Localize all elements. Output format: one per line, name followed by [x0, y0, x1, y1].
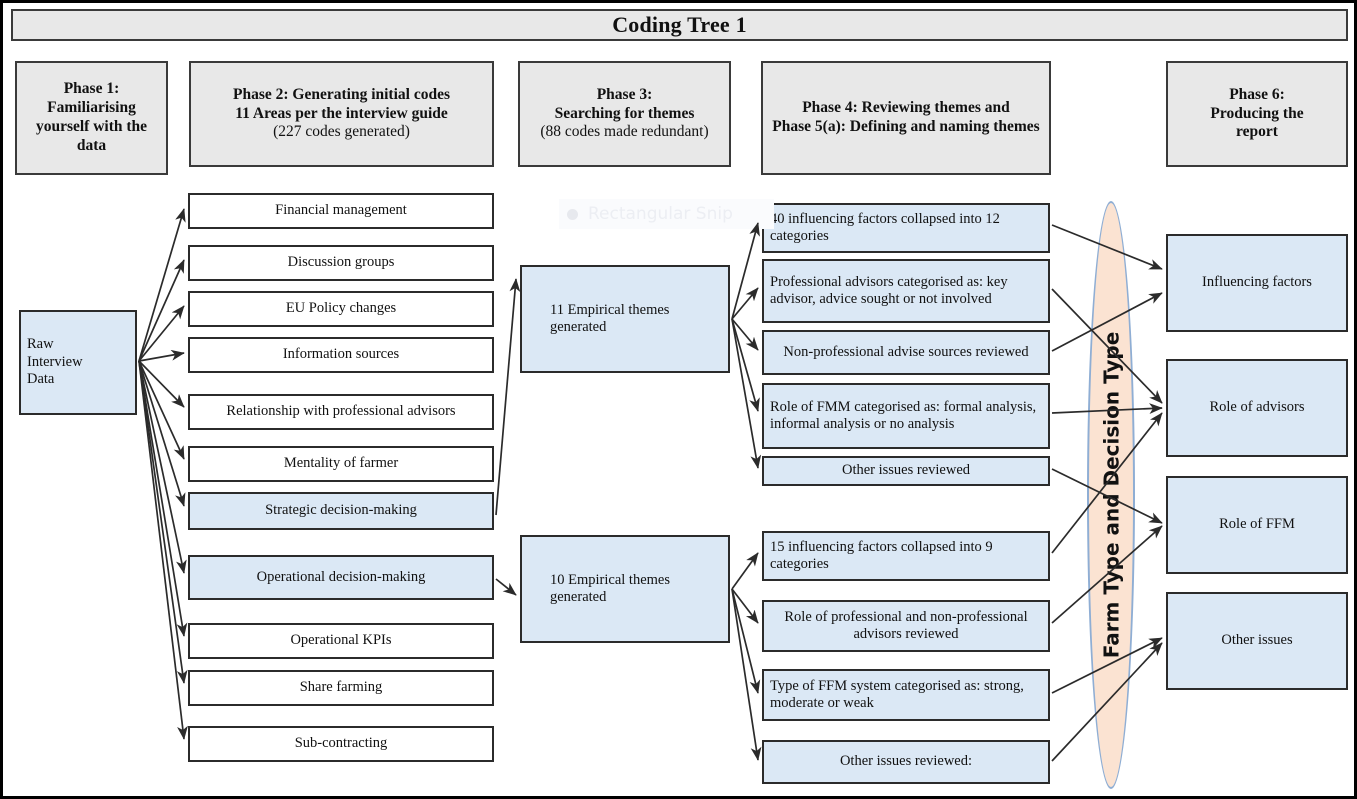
- phase6-line-1: Producing the: [1210, 104, 1304, 122]
- moderator-ellipse: [1087, 201, 1135, 789]
- phase-header-4-5: Phase 4: Reviewing themes and Phase 5(a)…: [761, 61, 1051, 175]
- node-operational-decision-making[interactable]: Operational decision-making: [188, 555, 494, 600]
- node-other-issues-reviewed-lower[interactable]: Other issues reviewed:: [762, 740, 1050, 784]
- snip-dot-icon: [567, 208, 578, 220]
- phase1-line-1: Familiarising: [47, 99, 136, 117]
- node-role-of-advisors[interactable]: Role of advisors: [1166, 359, 1348, 457]
- node-discussion-groups[interactable]: Discussion groups: [188, 245, 494, 281]
- phase-header-6: Phase 6: Producing the report: [1166, 61, 1348, 167]
- node-sub-contracting[interactable]: Sub-contracting: [188, 726, 494, 762]
- node-11-empirical-themes[interactable]: 11 Empirical themes generated: [520, 265, 730, 373]
- phase2-line-1: 11 Areas per the interview guide: [235, 104, 448, 122]
- phase3-sub: (88 codes made redundant): [540, 123, 709, 141]
- node-influencing-factors[interactable]: Influencing factors: [1166, 234, 1348, 332]
- phase-header-2: Phase 2: Generating initial codes 11 Are…: [189, 61, 494, 167]
- rectangular-snip-watermark: Rectangular Snip: [559, 199, 774, 229]
- node-10-empirical-themes[interactable]: 10 Empirical themes generated: [520, 535, 730, 643]
- phase-header-1: Phase 1: Familiarising yourself with the…: [15, 61, 168, 175]
- node-other-issues-reviewed-upper[interactable]: Other issues reviewed: [762, 456, 1050, 486]
- diagram-title-bar: Coding Tree 1: [11, 9, 1348, 41]
- node-strategic-decision-making[interactable]: Strategic decision-making: [188, 492, 494, 530]
- node-role-of-ffm[interactable]: Role of FFM: [1166, 476, 1348, 574]
- phase1-line-2: yourself with the: [35, 118, 148, 135]
- node-operational-kpis[interactable]: Operational KPIs: [188, 623, 494, 659]
- node-information-sources[interactable]: Information sources: [188, 337, 494, 373]
- phase6-line-0: Phase 6:: [1229, 85, 1285, 103]
- phase3-line-1: Searching for themes: [554, 104, 695, 122]
- node-role-of-professional-and-non-professional-advisors[interactable]: Role of professional and non-professiona…: [762, 600, 1050, 652]
- node-other-issues[interactable]: Other issues: [1166, 592, 1348, 690]
- node-raw-interview-data[interactable]: Raw Interview Data: [19, 310, 137, 415]
- node-professional-advisors-categorised[interactable]: Professional advisors categorised as: ke…: [762, 259, 1050, 323]
- node-mentality-of-farmer[interactable]: Mentality of farmer: [188, 446, 494, 482]
- node-15-influencing-factors[interactable]: 15 influencing factors collapsed into 9 …: [762, 531, 1050, 581]
- phase-header-3: Phase 3: Searching for themes (88 codes …: [518, 61, 731, 167]
- phase6-line-2: report: [1236, 123, 1278, 141]
- phase2-line-0: Phase 2: Generating initial codes: [233, 85, 450, 103]
- watermark-label: Rectangular Snip: [588, 204, 733, 224]
- phase45-line-0: Phase 4: Reviewing themes and: [802, 99, 1010, 117]
- phase1-line-3: data: [76, 136, 107, 154]
- node-role-of-fmm-categorised[interactable]: Role of FMM categorised as: formal analy…: [762, 383, 1050, 449]
- phase45-line-1: Phase 5(a): Defining and naming themes: [772, 118, 1040, 135]
- node-financial-management[interactable]: Financial management: [188, 193, 494, 229]
- node-eu-policy-changes[interactable]: EU Policy changes: [188, 291, 494, 327]
- node-40-influencing-factors[interactable]: 40 influencing factors collapsed into 12…: [762, 203, 1050, 253]
- node-type-of-ffm-system[interactable]: Type of FFM system categorised as: stron…: [762, 669, 1050, 721]
- node-share-farming[interactable]: Share farming: [188, 670, 494, 706]
- node-relationship-with-professional-advisors[interactable]: Relationship with professional advisors: [188, 394, 494, 430]
- node-non-professional-advise-sources[interactable]: Non-professional advise sources reviewed: [762, 330, 1050, 375]
- phase1-line-0: Phase 1:: [63, 80, 120, 98]
- page-title: Coding Tree 1: [612, 12, 747, 37]
- phase2-sub: (227 codes generated): [273, 123, 410, 141]
- phase3-line-0: Phase 3:: [596, 85, 653, 103]
